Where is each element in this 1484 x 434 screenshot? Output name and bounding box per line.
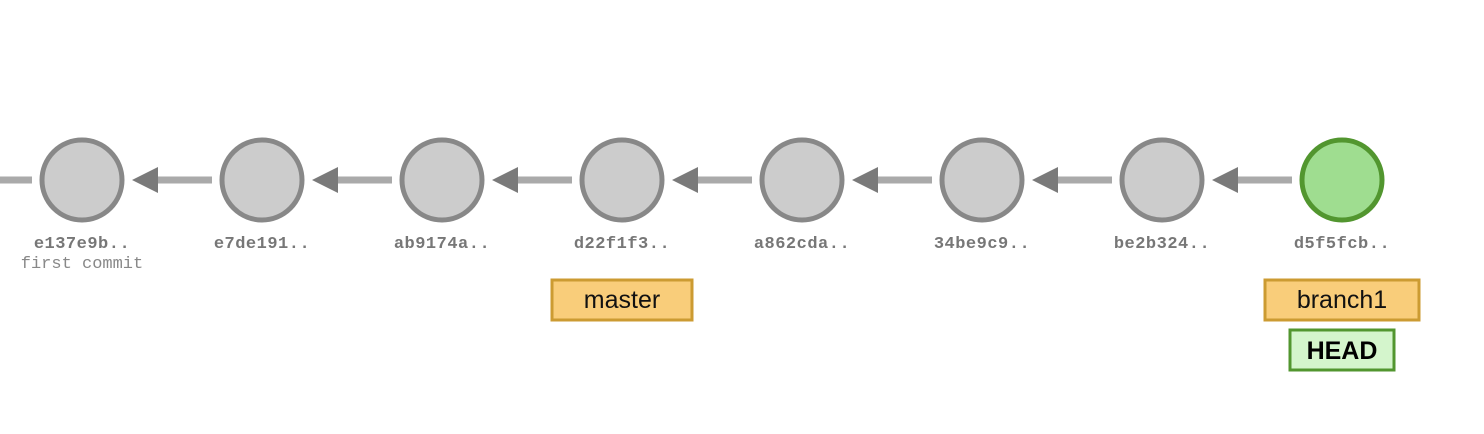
commit-message: first commit: [21, 255, 143, 274]
commit-node[interactable]: e7de191..: [214, 137, 310, 254]
branch-box[interactable]: [550, 278, 694, 322]
commit-sha: d22f1f3..: [574, 235, 670, 254]
commit-sha: e137e9b..: [34, 235, 130, 254]
head-name: HEAD: [1307, 337, 1378, 365]
commit-sha: be2b324..: [1114, 235, 1210, 254]
arrow-icon: [492, 167, 518, 193]
branch-box[interactable]: [1263, 278, 1421, 322]
branch-name: master: [584, 286, 660, 314]
head-box[interactable]: [1288, 328, 1396, 372]
commit-node[interactable]: e137e9b..first commit: [21, 137, 143, 274]
commit-sha: ab9174a..: [394, 235, 490, 254]
commit-sha: a862cda..: [754, 235, 850, 254]
commit-node[interactable]: d22f1f3.. master: [550, 137, 694, 322]
commit-circle[interactable]: [219, 137, 305, 223]
commit-circle[interactable]: [1119, 137, 1205, 223]
commit-sha: e7de191..: [214, 235, 310, 254]
branch-label[interactable]: branch1: [1263, 278, 1421, 322]
arrow-icon: [672, 167, 698, 193]
commit-sha: 34be9c9..: [934, 235, 1030, 254]
branch-label[interactable]: master: [550, 278, 694, 322]
commit-circle[interactable]: [39, 137, 125, 223]
arrow-icon: [312, 167, 338, 193]
commit-circle[interactable]: [1299, 137, 1385, 223]
commit-sha: d5f5fcb..: [1294, 235, 1390, 254]
commit-node[interactable]: a862cda..: [754, 137, 850, 254]
commit-circle[interactable]: [399, 137, 485, 223]
commit-circle[interactable]: [759, 137, 845, 223]
arrow-icon: [132, 167, 158, 193]
commit-circle[interactable]: [939, 137, 1025, 223]
commit-node[interactable]: be2b324..: [1114, 137, 1210, 254]
arrow-icon: [1032, 167, 1058, 193]
arrow-icon: [852, 167, 878, 193]
arrow-icon: [1212, 167, 1238, 193]
commit-node[interactable]: 34be9c9..: [934, 137, 1030, 254]
commit-circle[interactable]: [579, 137, 665, 223]
head-label[interactable]: HEAD: [1288, 328, 1396, 372]
commit-node[interactable]: ab9174a..: [394, 137, 490, 254]
branch-name: branch1: [1297, 286, 1387, 314]
